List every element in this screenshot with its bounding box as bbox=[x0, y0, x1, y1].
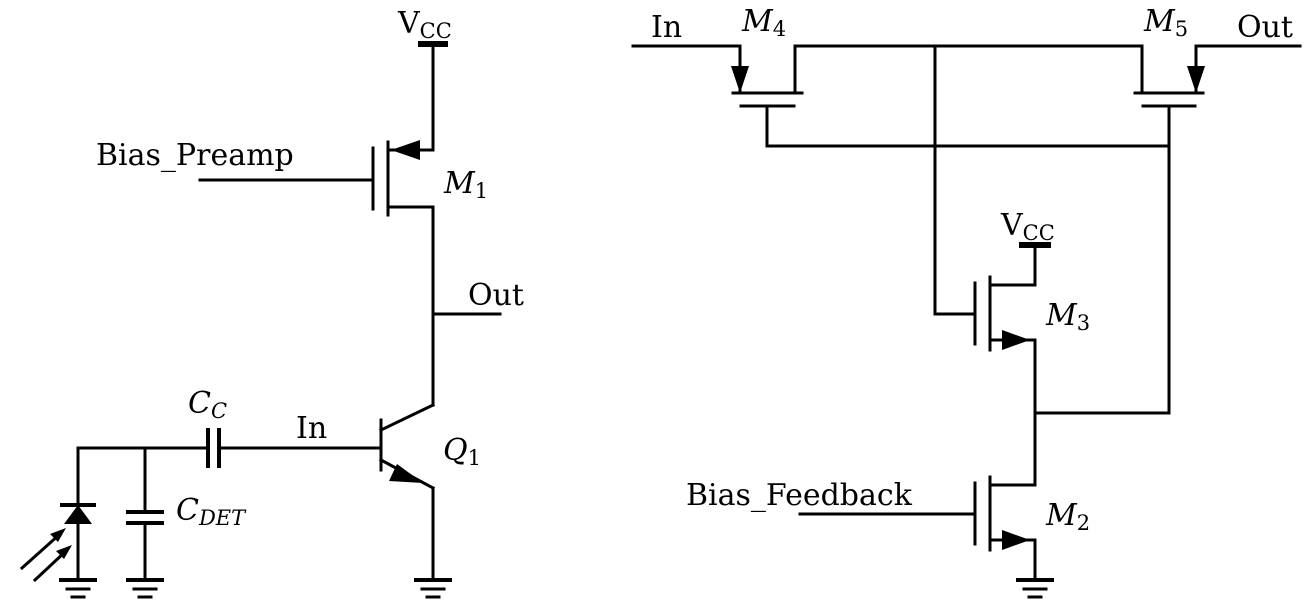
output-node-left: Out bbox=[431, 278, 524, 316]
cc-label: CC bbox=[188, 386, 227, 423]
in-label-left: In bbox=[296, 411, 327, 446]
m3-label: M3 bbox=[1045, 298, 1090, 335]
out-label-left: Out bbox=[468, 278, 524, 313]
transistor-m2: Bias_Feedback M2 bbox=[686, 475, 1090, 580]
bias-preamp-label: Bias_Preamp bbox=[96, 138, 294, 173]
preamp-circuit: VCC Bias_Preamp M1 Out Q1 bbox=[19, 6, 524, 599]
transistor-q1: Q1 bbox=[378, 402, 481, 580]
transistor-m4: In M4 bbox=[631, 4, 804, 148]
transistor-m3: VCC M3 bbox=[973, 208, 1090, 352]
q1-label: Q1 bbox=[443, 433, 481, 470]
in-label-right: In bbox=[651, 10, 682, 45]
m5-label: M5 bbox=[1143, 4, 1188, 41]
cdet-capacitor: CDET bbox=[126, 446, 247, 580]
m2-label: M2 bbox=[1045, 498, 1090, 535]
photodiode bbox=[19, 446, 96, 583]
vcc-supply-left: VCC bbox=[397, 6, 452, 152]
out-label-right: Out bbox=[1237, 10, 1293, 45]
ground-icon bbox=[126, 578, 164, 599]
m1-label: M1 bbox=[443, 166, 488, 203]
ground-icon bbox=[59, 578, 97, 599]
feedback-circuit: In M4 M5 Out bbox=[631, 4, 1302, 599]
input-coupling: CC In bbox=[76, 386, 383, 468]
transistor-m1: Bias_Preamp M1 bbox=[96, 138, 488, 407]
ground-icon bbox=[414, 578, 452, 599]
ground-icon bbox=[1016, 578, 1054, 599]
transistor-m5: M5 Out bbox=[1133, 4, 1302, 415]
m5-arrow bbox=[1187, 66, 1205, 93]
q1-emitter-arrow bbox=[389, 464, 423, 483]
m2-source-arrow bbox=[1002, 530, 1030, 550]
m4-arrow bbox=[731, 66, 749, 93]
cdet-label: CDET bbox=[176, 493, 247, 530]
m1-source-arrow bbox=[391, 140, 420, 160]
m4-label: M4 bbox=[741, 4, 786, 41]
m3-source-arrow bbox=[1002, 330, 1030, 350]
vcc-label-right: VCC bbox=[1000, 208, 1055, 245]
vcc-label-left: VCC bbox=[397, 6, 452, 43]
bias-feedback-label: Bias_Feedback bbox=[686, 478, 913, 513]
